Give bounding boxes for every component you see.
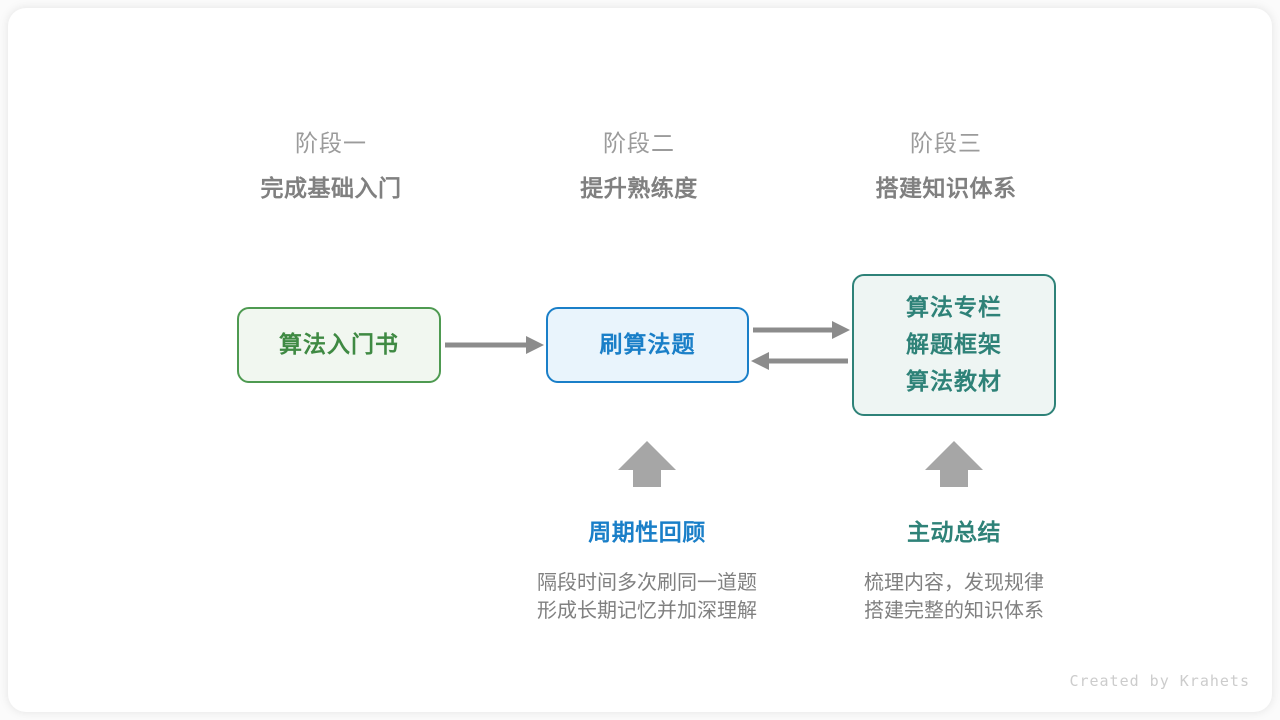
- credit-text: Created by Krahets: [1069, 672, 1250, 690]
- stage-header-2: 阶段二 提升熟练度: [509, 129, 769, 205]
- note-desc-line-1: 隔段时间多次刷同一道题: [537, 570, 757, 594]
- note-title-active-summary: 主动总结: [907, 520, 1001, 546]
- stage-title-1: 完成基础入门: [260, 176, 402, 202]
- node-resources-line-1: 算法专栏: [906, 294, 1002, 321]
- node-resources-line-2: 解题框架: [906, 331, 1002, 358]
- note-desc-periodic-review: 隔段时间多次刷同一道题 形成长期记忆并加深理解: [497, 568, 797, 624]
- arrow-resources-to-practice: [751, 352, 848, 370]
- node-book-label: 算法入门书: [279, 331, 399, 358]
- note-desc-line-1: 梳理内容，发现规律: [864, 570, 1044, 594]
- node-practice-label: 刷算法题: [599, 331, 696, 358]
- stage-title-3: 搭建知识体系: [875, 176, 1017, 202]
- diagram-card: 阶段一 完成基础入门 阶段二 提升熟练度 阶段三 搭建知识体系 算法入门书 刷算…: [8, 8, 1272, 712]
- note-desc-line-2: 形成长期记忆并加深理解: [537, 598, 757, 622]
- stage-name-3: 阶段三: [910, 131, 982, 157]
- arrow-practice-to-resources: [753, 321, 850, 339]
- arrow-up-periodic-review: [618, 441, 676, 487]
- stage-header-3: 阶段三 搭建知识体系: [816, 129, 1076, 205]
- node-practice-problems[interactable]: 刷算法题: [546, 307, 749, 383]
- arrow-book-to-practice: [445, 336, 544, 354]
- stage-title-2: 提升熟练度: [580, 176, 698, 202]
- note-desc-line-2: 搭建完整的知识体系: [864, 598, 1044, 622]
- stage-header-1: 阶段一 完成基础入门: [201, 129, 461, 205]
- node-learning-resources[interactable]: 算法专栏 解题框架 算法教材: [852, 274, 1056, 416]
- arrow-up-active-summary: [925, 441, 983, 487]
- node-algorithm-intro-book[interactable]: 算法入门书: [237, 307, 441, 383]
- stage-name-1: 阶段一: [295, 131, 367, 157]
- note-desc-active-summary: 梳理内容，发现规律 搭建完整的知识体系: [804, 568, 1104, 624]
- note-periodic-review: 周期性回顾 隔段时间多次刷同一道题 形成长期记忆并加深理解: [497, 518, 797, 624]
- note-title-periodic-review: 周期性回顾: [588, 520, 706, 546]
- stage-name-2: 阶段二: [603, 131, 675, 157]
- node-resources-line-3: 算法教材: [906, 368, 1002, 395]
- note-active-summary: 主动总结 梳理内容，发现规律 搭建完整的知识体系: [804, 518, 1104, 624]
